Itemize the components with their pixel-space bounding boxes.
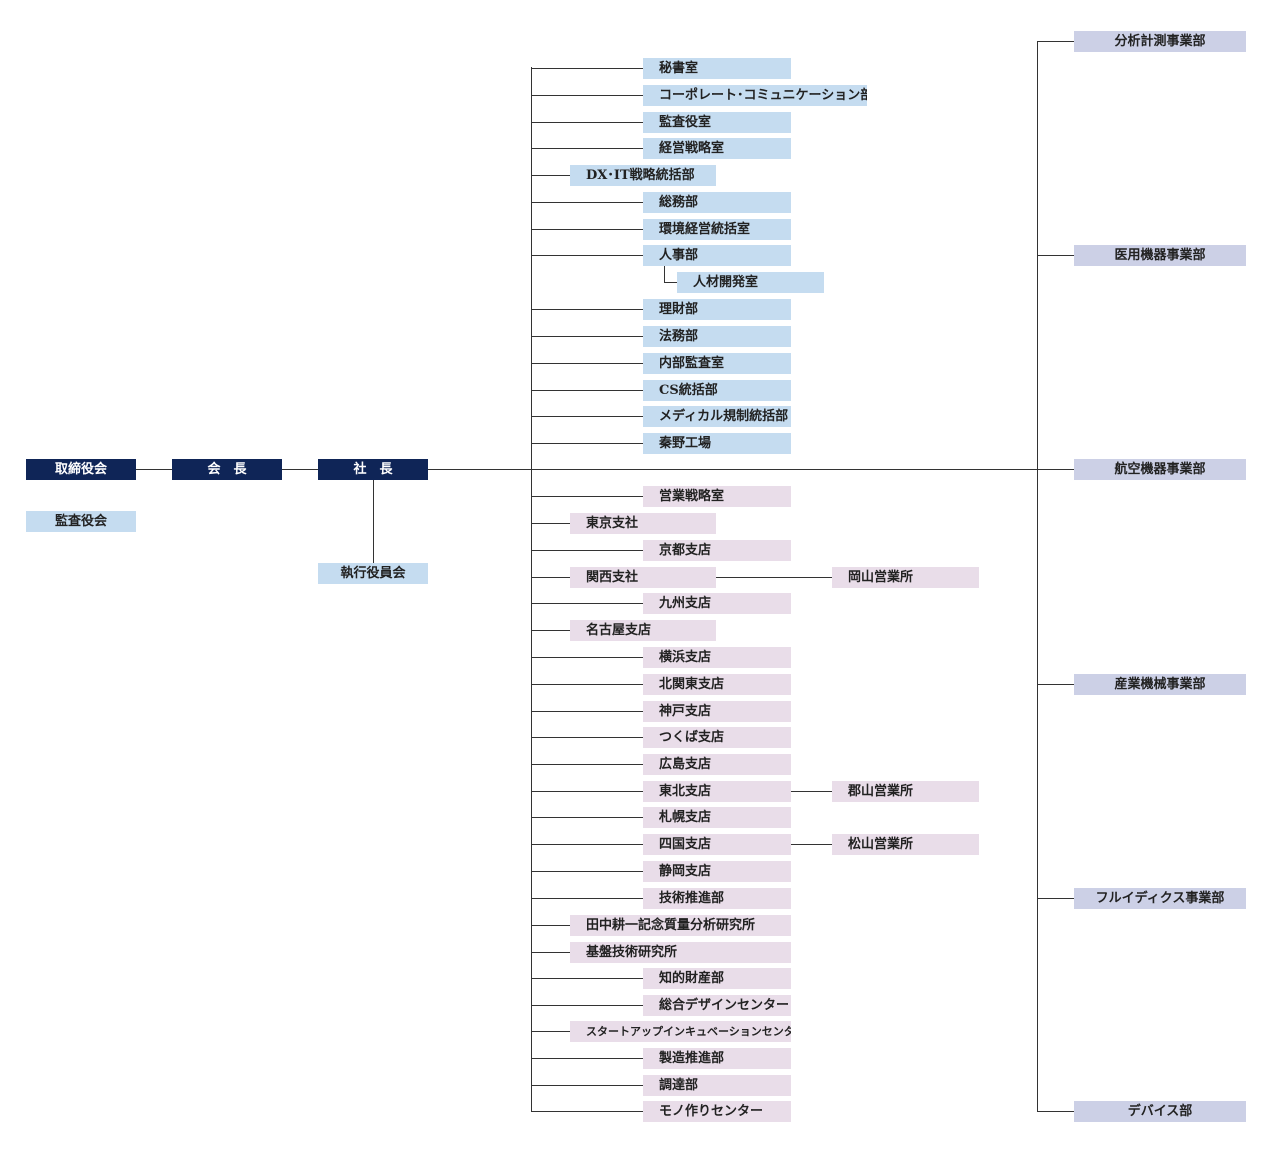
staff-dept-box: 理財部 xyxy=(643,299,791,320)
sales-dept-box: 横浜支店 xyxy=(643,647,791,668)
staff-dept-box: 環境経営統括室 xyxy=(643,219,791,240)
sales-office-box: 岡山営業所 xyxy=(832,567,979,588)
sales-dept-box: 静岡支店 xyxy=(643,861,791,882)
sales-office-box: 松山営業所 xyxy=(832,834,979,855)
sales-dept-box: 神戸支店 xyxy=(643,701,791,722)
staff-dept-box: 法務部 xyxy=(643,326,791,347)
sales-dept-box: 総合デザインセンター xyxy=(643,995,791,1016)
sales-dept-box: 基盤技術研究所 xyxy=(570,942,791,963)
business-division-box: フルイディクス事業部 xyxy=(1074,888,1246,909)
sales-dept-box: 関西支社 xyxy=(570,567,716,588)
sales-dept-box: 東京支社 xyxy=(570,513,716,534)
sales-dept-box: 九州支店 xyxy=(643,593,791,614)
audit-board-box: 監査役会 xyxy=(26,511,136,532)
sales-dept-box: 東北支店 xyxy=(643,781,791,802)
sales-dept-box: つくば支店 xyxy=(643,727,791,748)
business-division-box: デバイス部 xyxy=(1074,1101,1246,1122)
staff-dept-box: DX･IT戦略統括部 xyxy=(570,165,716,186)
staff-subdept-box: 人材開発室 xyxy=(677,272,824,293)
chairman-box: 会 長 xyxy=(172,459,282,480)
sales-dept-box: 京都支店 xyxy=(643,540,791,561)
staff-dept-box: 総務部 xyxy=(643,192,791,213)
sales-office-box: 郡山営業所 xyxy=(832,781,979,802)
sales-dept-box: 名古屋支店 xyxy=(570,620,716,641)
sales-dept-box: 田中耕一記念質量分析研究所 xyxy=(570,915,791,936)
staff-dept-box: 秘書室 xyxy=(643,58,791,79)
sales-dept-box: 札幌支店 xyxy=(643,807,791,828)
sales-dept-box: 四国支店 xyxy=(643,834,791,855)
sales-dept-box: 技術推進部 xyxy=(643,888,791,909)
sales-dept-box: 広島支店 xyxy=(643,754,791,775)
business-division-box: 医用機器事業部 xyxy=(1074,245,1246,266)
staff-dept-box: 経営戦略室 xyxy=(643,138,791,159)
staff-dept-box: 人事部 xyxy=(643,245,791,266)
sales-dept-box: 営業戦略室 xyxy=(643,486,791,507)
sales-dept-box: 知的財産部 xyxy=(643,968,791,989)
staff-dept-box: 秦野工場 xyxy=(643,433,791,454)
president-box: 社 長 xyxy=(318,459,428,480)
business-division-box: 航空機器事業部 xyxy=(1074,459,1246,480)
staff-dept-box: 監査役室 xyxy=(643,112,791,133)
business-division-box: 産業機械事業部 xyxy=(1074,674,1246,695)
board-of-directors-box: 取締役会 xyxy=(26,459,136,480)
sales-dept-box: モノ作りセンター xyxy=(643,1101,791,1122)
sales-dept-box: 製造推進部 xyxy=(643,1048,791,1069)
executive-committee-box: 執行役員会 xyxy=(318,563,428,584)
staff-dept-box: 内部監査室 xyxy=(643,353,791,374)
staff-dept-box: コーポレート･コミュニケーション部 xyxy=(643,85,867,106)
sales-dept-box: スタートアップインキュベーションセンター xyxy=(570,1021,791,1042)
staff-dept-box: CS統括部 xyxy=(643,380,791,401)
business-division-box: 分析計測事業部 xyxy=(1074,31,1246,52)
staff-dept-box: メディカル規制統括部 xyxy=(643,406,791,427)
sales-dept-box: 調達部 xyxy=(643,1075,791,1096)
sales-dept-box: 北関東支店 xyxy=(643,674,791,695)
